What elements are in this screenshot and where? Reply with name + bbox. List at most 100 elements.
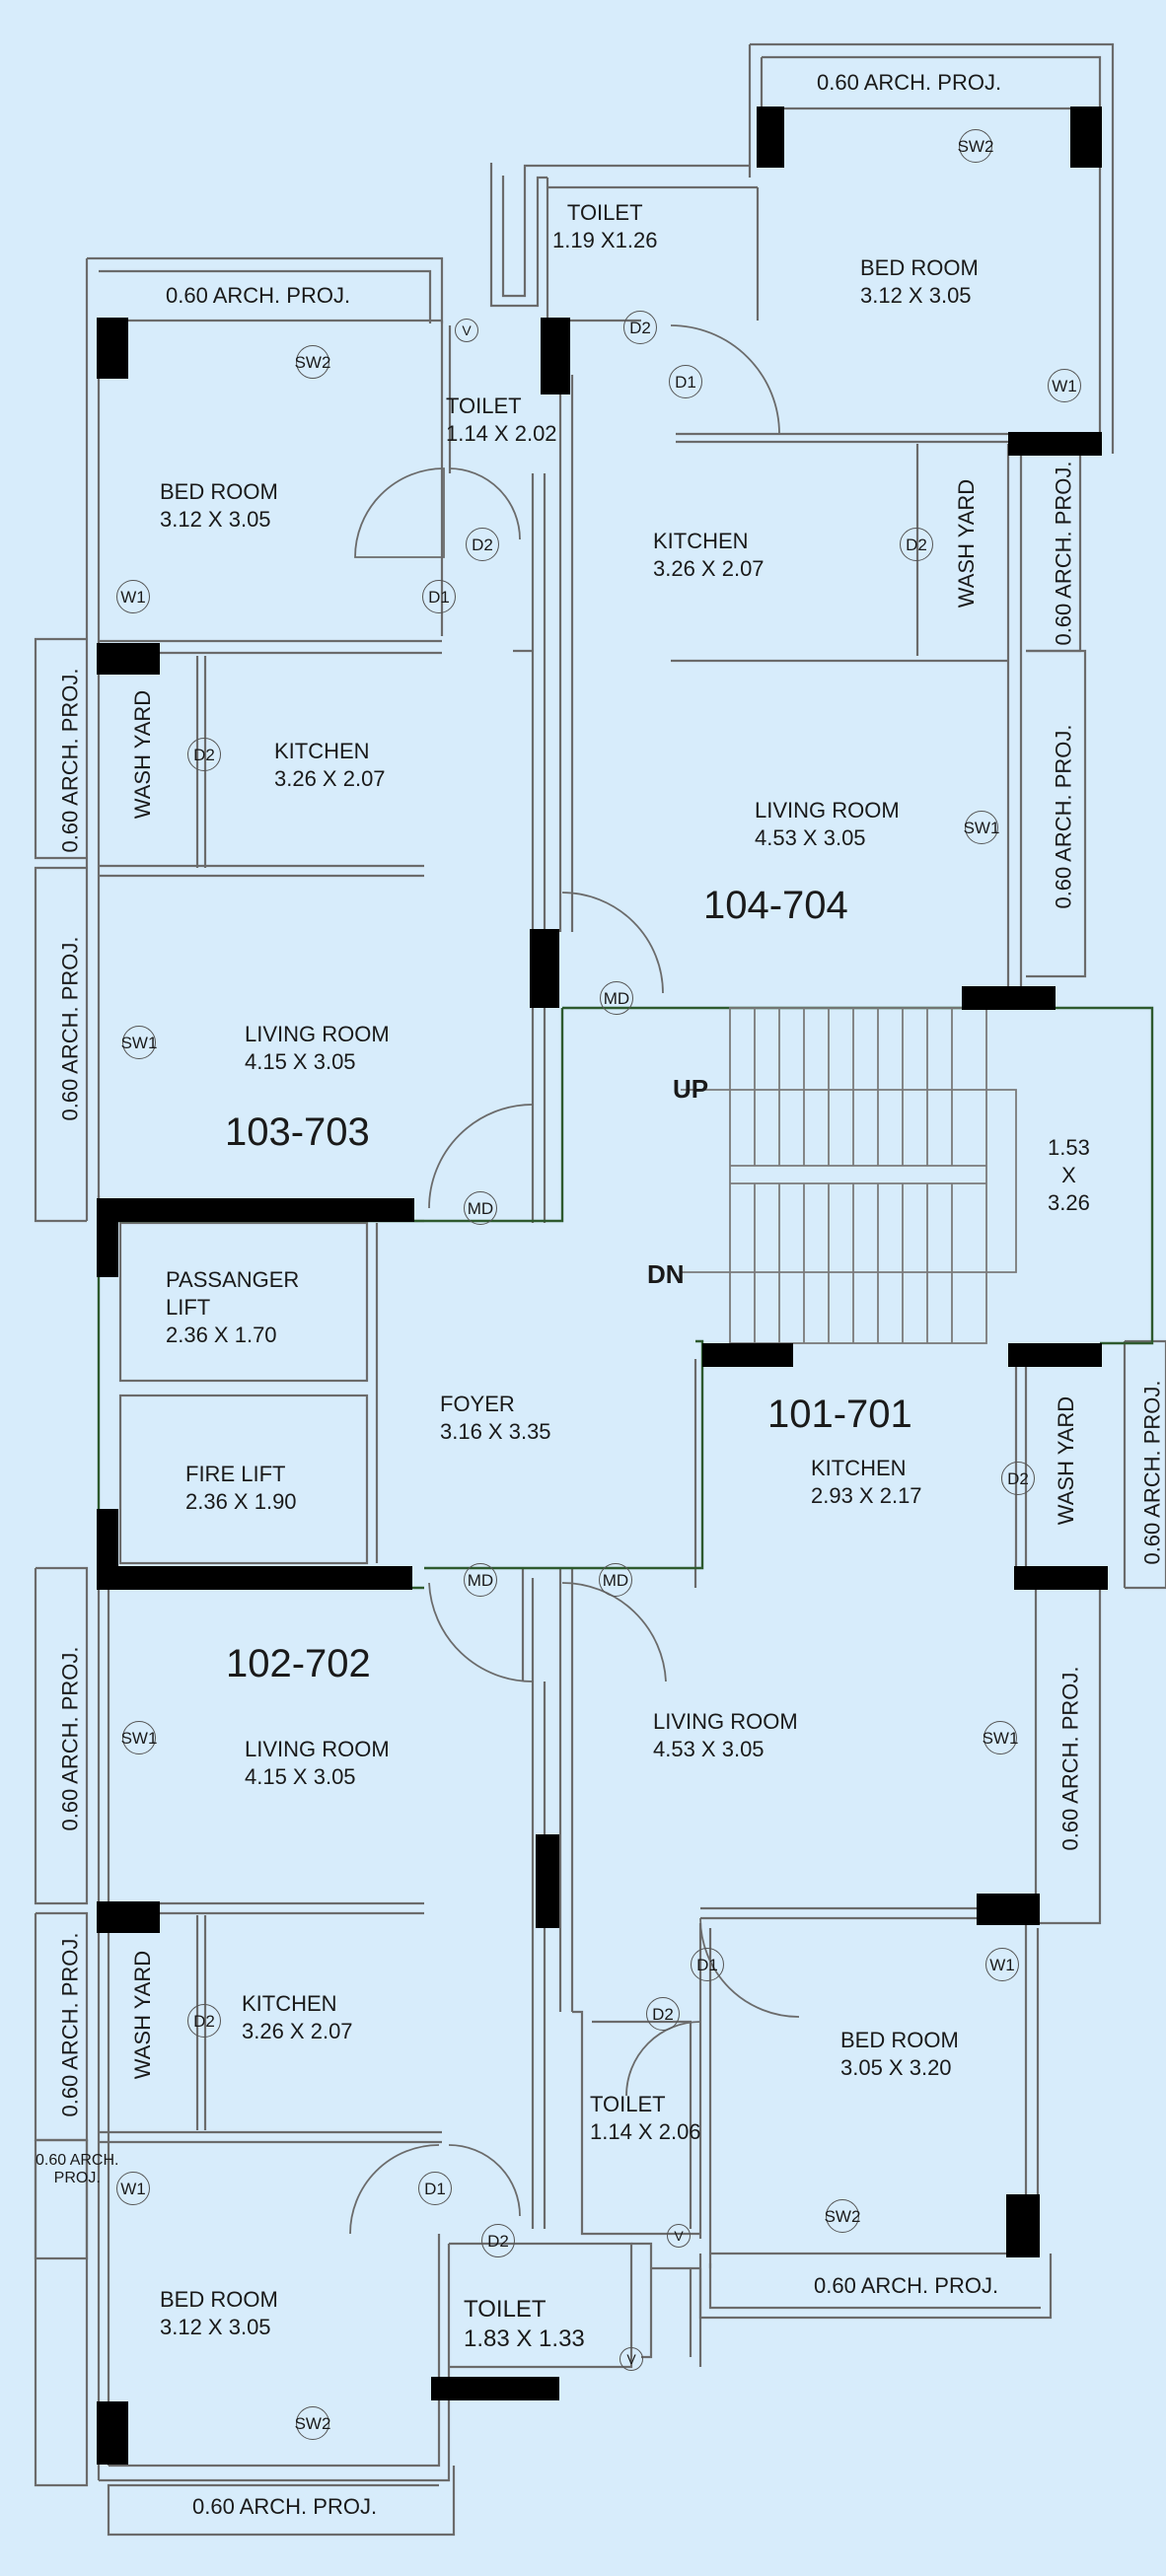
arch-proj-label-vertical: 0.60 ARCH. PROJ. — [57, 668, 83, 853]
column — [541, 318, 570, 394]
wash-yard-label: WASH YARD — [130, 689, 156, 820]
door-swing — [561, 892, 664, 994]
column — [1008, 1343, 1102, 1367]
window-mark-w1: W1 — [1048, 369, 1081, 402]
wall — [34, 1566, 89, 1905]
column — [1006, 2194, 1040, 2257]
column — [97, 2401, 128, 2465]
wall — [99, 2244, 451, 2482]
wall — [109, 2234, 441, 2468]
wall — [1125, 1339, 1166, 1590]
arch-proj-label: 0.60 ARCH. PROJ. — [817, 70, 1002, 95]
arch-proj-label-vertical: 0.60 ARCH. PROJ. — [1051, 461, 1076, 646]
vent-mark-v: V — [455, 319, 478, 342]
wall — [99, 269, 432, 323]
window-mark-sw2: SW2 — [295, 2406, 330, 2440]
unit-code-103-703: 103-703 — [225, 1110, 370, 1154]
door-swing — [625, 2021, 701, 2097]
main-door-mark: MD — [464, 1563, 497, 1597]
column — [97, 643, 160, 675]
door-mark-d2: D2 — [187, 738, 221, 771]
door-swing — [448, 467, 521, 540]
column — [118, 1198, 414, 1222]
column — [1014, 1566, 1108, 1590]
window-mark-sw1: SW1 — [964, 811, 999, 844]
lift-shaft — [118, 1394, 369, 1565]
door-mark-d2: D2 — [623, 311, 657, 344]
arch-proj-label-vertical: 0.60 ARCH. PROJ. — [1051, 724, 1076, 909]
door-swing — [448, 2144, 521, 2217]
wall — [708, 2263, 1041, 2310]
vent-mark-v: V — [619, 2347, 643, 2371]
arch-proj-label: 0.60 ARCH. PROJ. — [814, 2273, 999, 2298]
arch-proj-label: 0.60 ARCH. PROJ. — [192, 2494, 378, 2519]
main-door-mark: MD — [599, 1563, 632, 1597]
window-mark-w1: W1 — [985, 1948, 1019, 1981]
door-mark-d1: D1 — [691, 1948, 724, 1981]
door-mark-d2: D2 — [646, 1997, 680, 2031]
door-swing — [699, 1917, 800, 2018]
column — [97, 1566, 412, 1590]
lift-shaft — [118, 1221, 369, 1383]
main-door-mark: MD — [600, 981, 633, 1015]
door-mark-d2: D2 — [900, 528, 933, 561]
arch-proj-label-vertical: 0.60 ARCH. PROJ. — [1139, 1380, 1165, 1565]
wall — [87, 256, 444, 323]
staircase — [681, 1007, 1017, 1344]
column — [536, 1834, 559, 1928]
wash-yard-label: WASH YARD — [954, 478, 980, 608]
column — [530, 929, 559, 1008]
wall — [489, 163, 547, 308]
wall — [34, 866, 87, 1223]
window-mark-sw2: SW2 — [295, 345, 330, 379]
arch-proj-label-vertical: 0.60 ARCH. PROJ. — [1057, 1666, 1083, 1851]
door-mark-d1: D1 — [669, 365, 702, 398]
door-swing — [561, 1582, 667, 1682]
arch-proj-label-vertical: 0.60 ARCH. PROJ. — [57, 1646, 83, 1831]
vent-mark-v: V — [667, 2224, 691, 2248]
door-mark-d2: D2 — [466, 528, 499, 561]
column — [1070, 107, 1102, 168]
window-mark-sw1: SW1 — [121, 1026, 157, 1059]
door-mark-d2: D2 — [1001, 1462, 1035, 1495]
door-swing — [428, 1582, 534, 1682]
window-mark-sw2: SW2 — [958, 129, 993, 163]
wall — [631, 2242, 653, 2359]
wash-yard-label: WASH YARD — [1054, 1395, 1079, 1526]
column — [757, 107, 784, 168]
stair-up-label: UP — [673, 1074, 709, 1104]
stair-down-label: DN — [647, 1259, 685, 1289]
door-mark-d2: D2 — [187, 2004, 221, 2038]
wash-yard-label: WASH YARD — [130, 1950, 156, 2080]
column — [962, 986, 1056, 1010]
core-boundary — [424, 1339, 704, 1570]
arch-proj-label-vertical: 0.60 ARCH. PROJ. — [57, 936, 83, 1121]
main-door-mark: MD — [464, 1191, 497, 1225]
wall — [762, 55, 1102, 442]
column — [431, 2377, 559, 2400]
door-swing — [670, 324, 780, 435]
door-mark-d2: D2 — [481, 2224, 515, 2257]
wall — [750, 42, 1115, 454]
wall — [449, 2242, 633, 2369]
column — [702, 1343, 793, 1367]
door-mark-d1: D1 — [422, 580, 456, 613]
wall — [34, 637, 87, 860]
door-swing — [428, 1104, 534, 1209]
